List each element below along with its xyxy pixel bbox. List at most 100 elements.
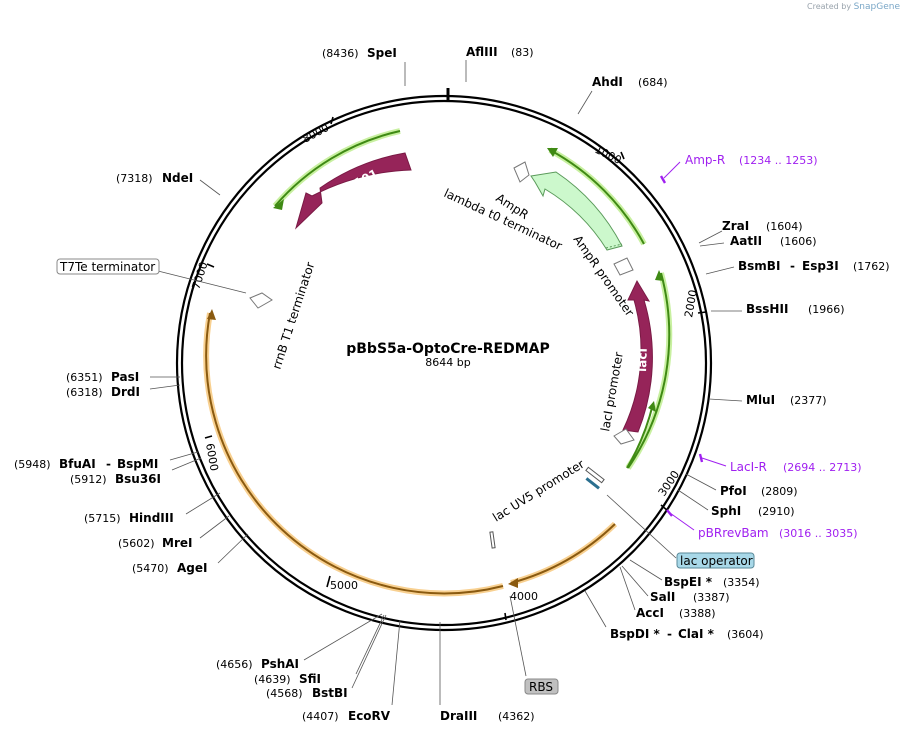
- site-agei[interactable]: AgeI: [177, 561, 207, 575]
- site-acci[interactable]: AccI: [636, 606, 664, 620]
- site-sphi-pos: (2910): [758, 505, 795, 518]
- site-ahdi[interactable]: AhdI: [592, 75, 623, 89]
- site-bspei-pos: (3354): [723, 576, 760, 589]
- site-pfoi[interactable]: PfoI: [720, 484, 747, 498]
- ampr-arc-arrowhead: [547, 148, 558, 157]
- site-pasi[interactable]: PasI: [111, 370, 139, 384]
- leader-bstbi: [351, 614, 387, 689]
- orange-arc-right: [510, 523, 616, 584]
- laci-r-primer-mark: [698, 453, 704, 463]
- leader-zrai: [698, 230, 723, 244]
- laci-promoter-label: lacI promoter: [598, 351, 626, 433]
- lacuv5-promoter-label: lac UV5 promoter: [490, 457, 587, 525]
- primer-laci-r[interactable]: LacI-R: [730, 460, 767, 474]
- t7te-box-bg: [56, 258, 160, 275]
- leader-ndei: [199, 179, 221, 196]
- site-spei-pos: (8436): [322, 47, 359, 60]
- snapgene-logo: SnapGene: [853, 2, 900, 12]
- rep101-feature: [295, 152, 412, 230]
- site-bstbi[interactable]: BstBI: [312, 686, 348, 700]
- ampr-primer-mark: [659, 175, 667, 184]
- site-mrei-pos: (5602): [118, 537, 155, 550]
- site-bspei[interactable]: BspEI *: [664, 575, 713, 589]
- site-bspmi[interactable]: BspMI: [117, 457, 158, 471]
- site-bspdi-pos: (3604): [727, 628, 764, 641]
- site-sfii[interactable]: SfiI: [299, 672, 321, 686]
- laci-feature: [622, 279, 653, 433]
- site-aatii-pos: (1606): [780, 235, 817, 248]
- orange-arc-left-arrowhead: [207, 309, 216, 320]
- site-drdi[interactable]: DrdI: [111, 385, 140, 399]
- backbone-inner: [180, 99, 708, 627]
- site-bsshii[interactable]: BssHII: [746, 302, 788, 316]
- tick-3000: [660, 504, 669, 512]
- site-draiii[interactable]: DraIII: [440, 709, 477, 723]
- leader-agei: [217, 533, 249, 564]
- site-sphi[interactable]: SphI: [711, 504, 741, 518]
- laci-label: lacI: [635, 348, 650, 372]
- site-clai[interactable]: ClaI *: [678, 627, 715, 641]
- tick-label-2000: 2000: [682, 289, 700, 319]
- leader-sali: [621, 565, 649, 597]
- orange-arc-left: [205, 312, 504, 595]
- leader-sphi: [677, 489, 709, 511]
- lac-operator-box[interactable]: lac operator: [676, 552, 755, 569]
- plasmid-name: pBbS5a-OptoCre-REDMAP: [346, 341, 550, 357]
- site-bstbi-pos: (4568): [266, 687, 303, 700]
- laci-promoter-glyph: [613, 428, 635, 445]
- tick-5000: [326, 575, 331, 588]
- leader-bfuai: [169, 451, 199, 461]
- site-esp3i[interactable]: Esp3I: [802, 259, 839, 273]
- tick-label-8000: 8000: [300, 121, 331, 146]
- site-zrai-pos: (1604): [766, 220, 803, 233]
- rbs-box[interactable]: RBS: [524, 678, 559, 695]
- primer-amp-r[interactable]: Amp-R: [685, 153, 725, 167]
- leader-pshai: [303, 613, 383, 661]
- site-pshai[interactable]: PshAI: [261, 657, 299, 671]
- site-afliii[interactable]: AflIII: [466, 45, 498, 59]
- site-bspdi[interactable]: BspDI *: [610, 627, 660, 641]
- rbs-glyph: [489, 531, 496, 549]
- orange-arc-right-arrowhead: [508, 578, 518, 588]
- primer-pbrrevbam-pos: (3016 .. 3035): [779, 527, 858, 540]
- leader-bsmbi: [705, 266, 735, 275]
- site-pshai-pos: (4656): [216, 658, 253, 671]
- rbs-box-bg: [524, 678, 559, 695]
- t7te-label: T7Te terminator: [59, 260, 155, 274]
- pbrrevbam-primer-mark: [666, 509, 673, 517]
- primer-pbrrevbam[interactable]: pBRrevBam: [698, 526, 769, 540]
- site-bsu36i[interactable]: Bsu36I: [115, 472, 161, 486]
- leader-pbrrevbam-primer: [669, 512, 695, 531]
- site-spei[interactable]: SpeI: [367, 46, 397, 60]
- t7te-terminator-box[interactable]: T7Te terminator: [56, 258, 160, 275]
- leader-sfii: [355, 614, 385, 675]
- leader-laci-r-primer: [701, 457, 727, 467]
- site-hindiii[interactable]: HindIII: [129, 511, 174, 525]
- site-ecorv[interactable]: EcoRV: [348, 709, 391, 723]
- site-mlui[interactable]: MluI: [746, 393, 775, 407]
- primer-amp-r-pos: (1234 .. 1253): [739, 154, 818, 167]
- tick-6000: [204, 435, 213, 439]
- site-mrei[interactable]: MreI: [162, 536, 192, 550]
- laci-arc: [627, 272, 671, 469]
- site-ndei[interactable]: NdeI: [162, 171, 193, 185]
- site-aatii[interactable]: AatII: [730, 234, 762, 248]
- leader-lac-operator: [606, 494, 677, 559]
- site-bsmbi[interactable]: BsmBI: [738, 259, 780, 273]
- ampr-promoter-glyph: [613, 257, 634, 276]
- leader-aatii: [699, 242, 725, 247]
- site-drdi-pos: (6318): [66, 386, 103, 399]
- site-sali[interactable]: SalI: [650, 590, 675, 604]
- lambda-terminator-glyph: [513, 161, 530, 183]
- site-ecorv-pos: (4407): [302, 710, 339, 723]
- site-zrai[interactable]: ZraI: [722, 219, 749, 233]
- leader-bsu36i: [171, 457, 202, 471]
- leader-mlui: [708, 398, 743, 402]
- orange-feature-arcs: [203, 309, 618, 597]
- tick-1000: [620, 151, 625, 160]
- ampr-feature: [530, 171, 623, 251]
- green-feature-arcs: [272, 128, 673, 470]
- site-bfuai[interactable]: BfuAI: [59, 457, 96, 471]
- leader-pfoi: [685, 473, 717, 491]
